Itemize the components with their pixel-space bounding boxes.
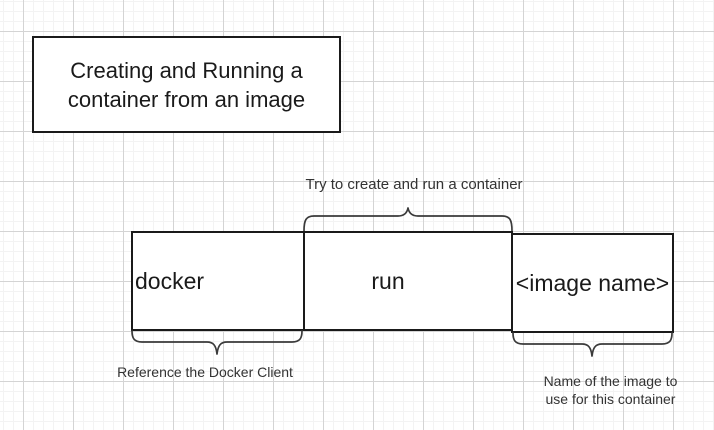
note-run-shape[interactable]: Try to create and run a container (305, 176, 523, 193)
note-docker-shape[interactable]: Reference the Docker Client (117, 364, 293, 380)
brace-docker[interactable] (131, 330, 303, 357)
command-box-docker[interactable]: docker (131, 231, 305, 331)
title-text: Creating and Running a container from an… (67, 57, 306, 112)
command-label-run: run (371, 267, 405, 294)
note-image-name-shape[interactable]: Name of the image to use for this contai… (543, 373, 678, 407)
command-label-docker: docker (135, 267, 205, 294)
command-box-run[interactable]: run (303, 231, 513, 331)
command-label-image-name: <image name> (515, 269, 670, 296)
brace-run[interactable] (303, 205, 513, 232)
command-box-image-name[interactable]: <image name> (511, 233, 674, 333)
brace-image-name[interactable] (512, 332, 673, 359)
title-box[interactable]: Creating and Running a container from an… (32, 36, 341, 133)
